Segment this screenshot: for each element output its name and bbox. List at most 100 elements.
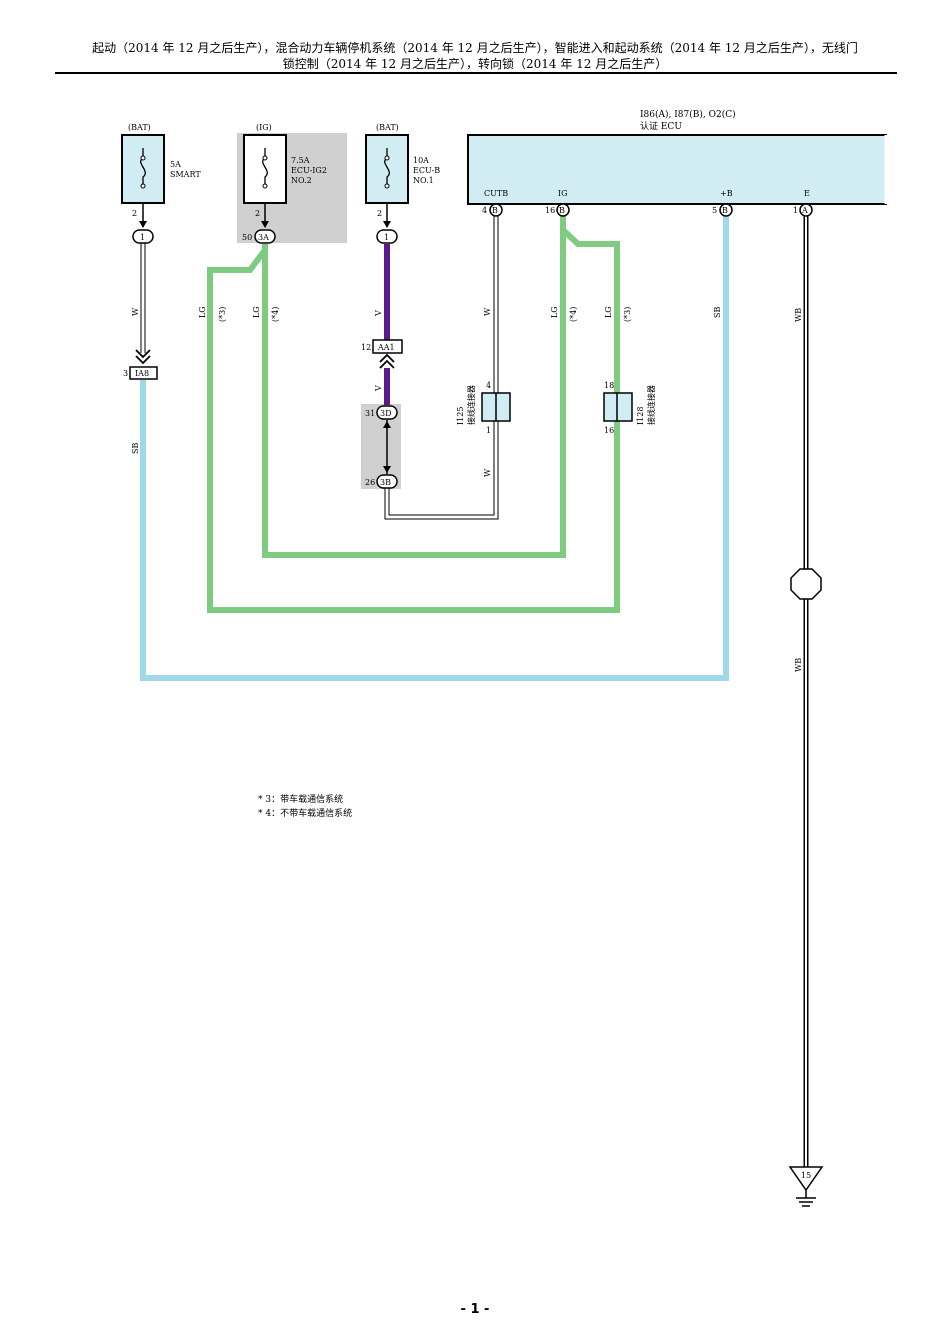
ground-symbol: 15 <box>788 1166 824 1207</box>
connector-3a <box>254 229 276 244</box>
wire-label: SB <box>131 443 140 454</box>
wire-label: V <box>374 310 383 317</box>
wire-label: LG <box>604 306 613 318</box>
fuse-ig2-source: (IG) <box>256 123 272 132</box>
lg-wire-4 <box>262 216 566 558</box>
fuse-smart-pin: 2 <box>132 209 137 218</box>
connector-1-left-label: 1 <box>140 233 145 242</box>
header-rule <box>55 72 897 74</box>
wire-label: WB <box>794 658 803 672</box>
wire-label: LG <box>252 306 261 318</box>
footnotes: * 3：带车载通信系统 * 4：不带车载通信系统 <box>258 793 352 821</box>
ecu-pin-e-conn: A <box>801 206 808 215</box>
junction-i128-id: I128 <box>636 407 645 425</box>
junction-i125-desc: 接线连接器 <box>466 385 476 425</box>
ecu-pin-ig-conn: B <box>559 206 565 215</box>
connector-aa1-pin: 12 <box>361 343 371 352</box>
fuse-smart: (BAT) 5A SMART 2 <box>121 123 201 218</box>
connector-3d <box>376 405 398 420</box>
connector-ia8-pin: 3 <box>123 369 128 378</box>
wire-label: W <box>483 307 492 316</box>
fuse-ig2-rating: 7.5A <box>291 156 310 165</box>
fuse-ig2-name2: NO.2 <box>291 176 312 185</box>
ecu-body <box>467 134 887 205</box>
connector-3a-pin: 50 <box>242 233 252 242</box>
fuse-smart-rating: 5A <box>170 160 181 169</box>
connector-3d-label: 3D <box>380 409 392 418</box>
fuse-ecu-ig2: (IG) 7.5A ECU-IG2 NO.2 2 <box>243 123 327 218</box>
wire-label-note: (*3) <box>218 307 227 322</box>
ecu-terminal-ig: IG <box>558 189 568 198</box>
sb-wire <box>140 216 729 681</box>
junction-i128: 18 16 I128 接线连接器 <box>603 381 656 435</box>
page-number: - 1 - <box>460 1302 490 1317</box>
junction-i125: 4 1 I125 接线连接器 <box>456 381 511 435</box>
connector-3a-label: 3A <box>258 233 269 242</box>
wire-label-note: (*4) <box>271 307 280 322</box>
splice-point <box>790 568 822 600</box>
junction-i128-desc: 接线连接器 <box>646 385 656 425</box>
connector-ia8 <box>129 366 158 380</box>
wire-label: SB <box>713 307 722 318</box>
lg-wire-3 <box>207 227 620 613</box>
fuse-ecub-body <box>365 134 409 204</box>
fuse-ig2-body <box>243 134 287 204</box>
header-title-line1: 起动（2014 年 12 月之后生产），混合动力车辆停机系统（2014 年 12… <box>92 41 858 55</box>
ecu-pin-ig <box>556 203 570 217</box>
fuse-smart-source: (BAT) <box>128 123 151 132</box>
connector-aa1-label: AA1 <box>377 343 395 352</box>
junction-i125-id: I125 <box>456 407 465 425</box>
fuse-ig2-name: ECU-IG2 <box>291 166 327 175</box>
wire-label: W <box>483 468 492 477</box>
wire-label-note: (*4) <box>569 307 578 322</box>
ecu-pin-cutb-num: 4 <box>482 206 487 215</box>
connector-1-right <box>376 229 398 244</box>
fuse-ecub-rating: 10A <box>413 156 429 165</box>
fuse-ig2-pin: 2 <box>255 209 260 218</box>
junction-i128-pin-bottom: 16 <box>604 426 614 435</box>
wire-label: V <box>374 385 383 392</box>
ecu-pin-b <box>719 203 733 217</box>
fuse-ecub-name: ECU-B <box>413 166 440 175</box>
wire-label: WB <box>794 308 803 322</box>
fuse-smart-body <box>121 134 165 204</box>
ecu-pin-cutb-conn: B <box>492 206 498 215</box>
junction-i125-pin-top: 4 <box>486 381 491 390</box>
junction-i125-pin-bottom: 1 <box>486 426 491 435</box>
fuse-ecub-source: (BAT) <box>376 123 399 132</box>
connector-3d-pin: 31 <box>365 409 375 418</box>
ecu-pin-cutb <box>489 203 503 217</box>
connector-1-left <box>132 229 154 244</box>
ecu-connectors: I86(A), I87(B), O2(C) <box>640 109 736 120</box>
ecu-pin-e-num: 1 <box>793 206 798 215</box>
junction-i128-pin-top: 18 <box>604 381 614 390</box>
header-title-line2: 锁控制（2014 年 12 月之后生产），转向锁（2014 年 12 月之后生产… <box>282 57 668 71</box>
ecu-name: 认证 ECU <box>640 120 682 132</box>
connector-3b-pin: 26 <box>365 478 375 487</box>
fuse-ecub-name2: NO.1 <box>413 176 434 185</box>
wire-label: LG <box>550 306 559 318</box>
connector-1-right-label: 1 <box>384 233 389 242</box>
wire-label: W <box>131 307 140 316</box>
page-header: 起动（2014 年 12 月之后生产），混合动力车辆停机系统（2014 年 12… <box>50 40 900 72</box>
wire-label: LG <box>198 306 207 318</box>
ecu-terminal-cutb: CUTB <box>484 189 508 198</box>
ecu-block: I86(A), I87(B), O2(C) 认证 ECU CUTB IG +B … <box>467 109 888 205</box>
ecu-pin-e <box>799 203 813 217</box>
footnote-4: * 4：不带车载通信系统 <box>258 809 353 819</box>
ecu-pin-b-num: 5 <box>712 206 717 215</box>
footnote-3: * 3：带车载通信系统 <box>258 795 344 805</box>
connector-ia8-label: IA8 <box>135 369 149 378</box>
fuse-smart-name: SMART <box>170 170 201 179</box>
connector-aa1 <box>372 339 403 354</box>
connector-3b <box>376 474 398 489</box>
fuse-ecu-b: (BAT) 10A ECU-B NO.1 2 <box>365 123 440 218</box>
connector-3b-label: 3B <box>380 478 391 487</box>
ecu-pin-ig-num: 16 <box>545 206 555 215</box>
wire-label-note: (*3) <box>623 307 632 322</box>
fuse-ecub-pin: 2 <box>377 209 382 218</box>
ecu-terminal-b: +B <box>720 189 733 198</box>
ecu-pin-b-conn: B <box>722 206 728 215</box>
